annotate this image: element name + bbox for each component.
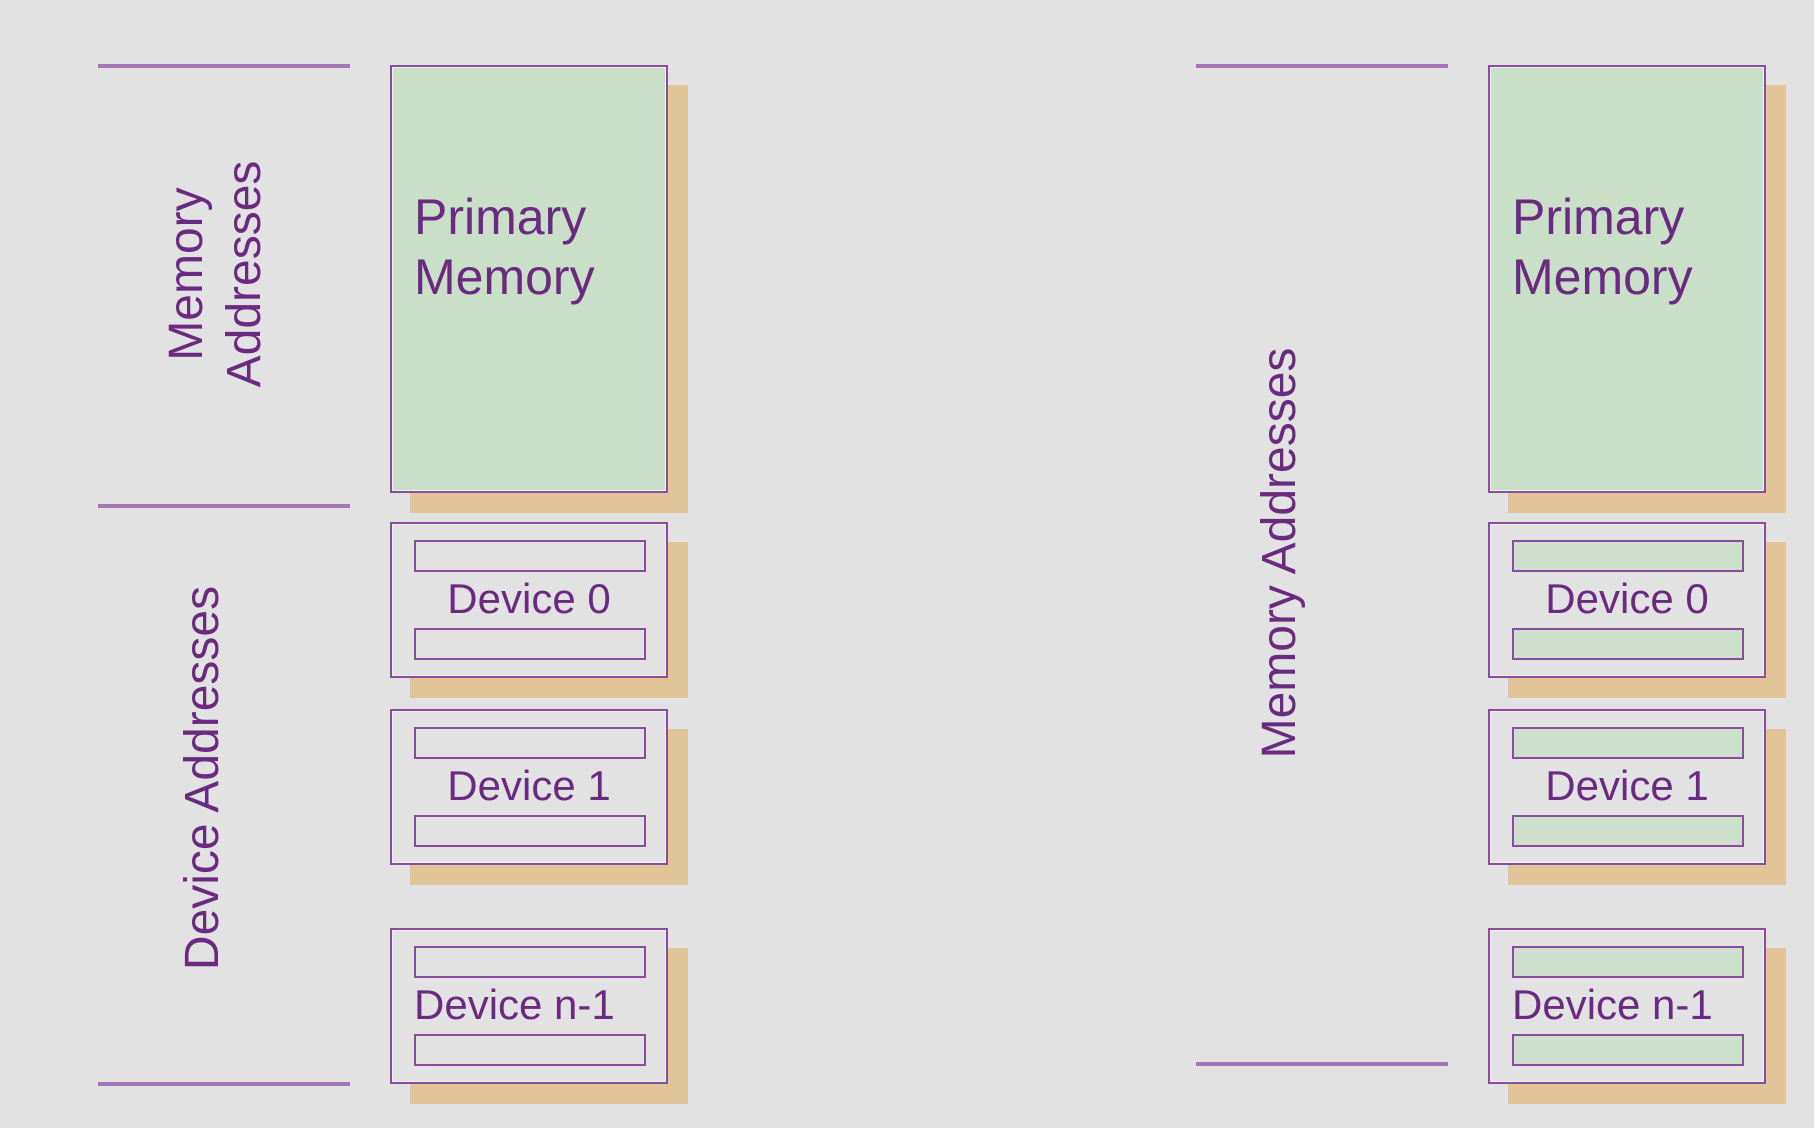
- right-primary-memory-block: Primary Memory: [1488, 65, 1786, 513]
- primary-memory-label: Primary Memory: [1512, 189, 1693, 305]
- device-register-top: [1512, 540, 1744, 572]
- device-label: Device 0: [447, 575, 611, 623]
- left-memory-addresses-label: Memory Addresses: [160, 160, 271, 388]
- device-label: Device 1: [1545, 762, 1709, 810]
- device-register-bottom: [414, 1034, 646, 1066]
- left-top-divider: [98, 64, 350, 68]
- right-bottom-divider: [1196, 1062, 1448, 1066]
- device-box: Device 1: [390, 709, 668, 865]
- left-device-1-block: Device 1: [390, 709, 688, 885]
- right-top-divider: [1196, 64, 1448, 68]
- device-register-bottom: [1512, 628, 1744, 660]
- left-middle-divider: [98, 504, 350, 508]
- left-device-n-1-block: Device n-1: [390, 928, 688, 1104]
- right-device-0-block: Device 0: [1488, 522, 1786, 698]
- right-device-1-block: Device 1: [1488, 709, 1786, 885]
- device-label: Device n-1: [414, 981, 615, 1029]
- device-label: Device 0: [1545, 575, 1709, 623]
- device-register-top: [414, 727, 646, 759]
- primary-memory-box: Primary Memory: [390, 65, 668, 493]
- device-register-top: [414, 946, 646, 978]
- device-box: Device 0: [390, 522, 668, 678]
- right-memory-addresses-label: Memory Addresses: [1253, 347, 1306, 759]
- device-register-bottom: [1512, 815, 1744, 847]
- primary-memory-box: Primary Memory: [1488, 65, 1766, 493]
- device-register-top: [1512, 946, 1744, 978]
- left-primary-memory-block: Primary Memory: [390, 65, 688, 513]
- primary-memory-label: Primary Memory: [414, 189, 595, 305]
- device-register-bottom: [414, 815, 646, 847]
- device-register-top: [1512, 727, 1744, 759]
- device-label: Device n-1: [1512, 981, 1713, 1029]
- device-box: Device 1: [1488, 709, 1766, 865]
- left-device-0-block: Device 0: [390, 522, 688, 698]
- left-bottom-divider: [98, 1082, 350, 1086]
- left-device-addresses-label: Device Addresses: [176, 585, 229, 971]
- device-box: Device n-1: [390, 928, 668, 1084]
- device-box: Device n-1: [1488, 928, 1766, 1084]
- device-register-bottom: [1512, 1034, 1744, 1066]
- device-register-bottom: [414, 628, 646, 660]
- device-label: Device 1: [447, 762, 611, 810]
- device-box: Device 0: [1488, 522, 1766, 678]
- device-register-top: [414, 540, 646, 572]
- right-device-n-1-block: Device n-1: [1488, 928, 1786, 1104]
